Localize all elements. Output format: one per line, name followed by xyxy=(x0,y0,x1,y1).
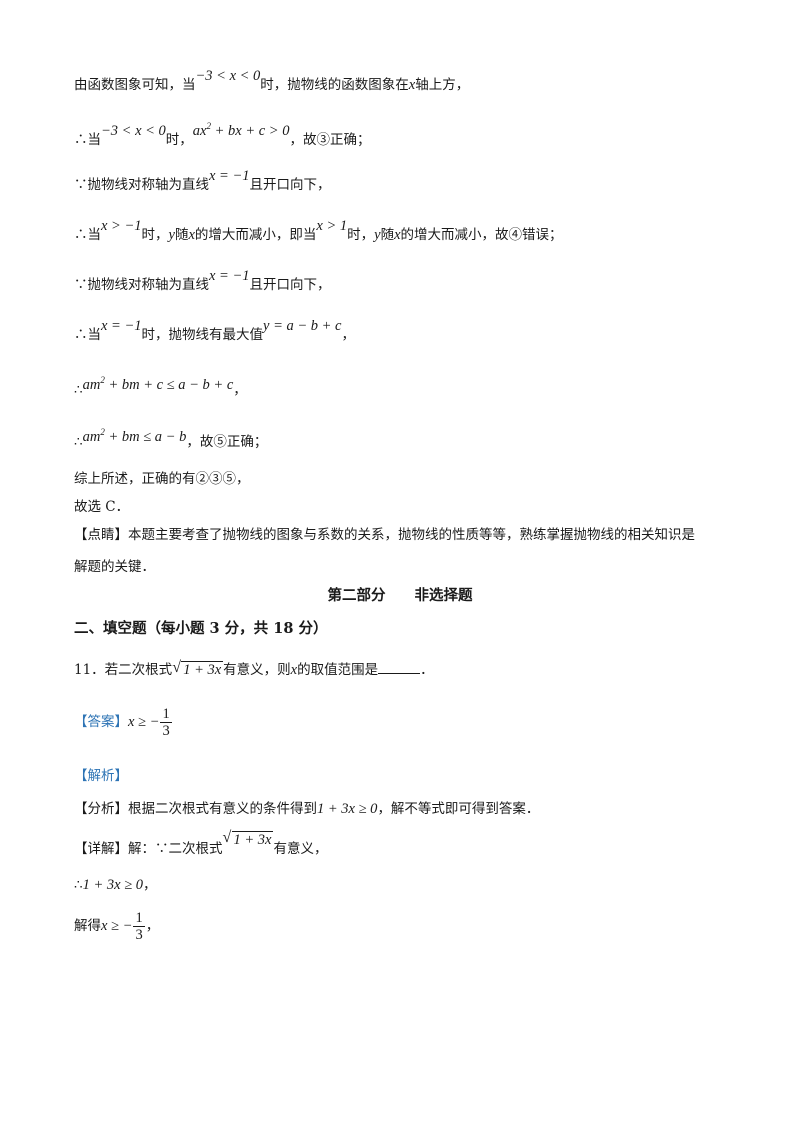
variable: x xyxy=(394,227,401,243)
text: 【详解】解：∵二次根式 xyxy=(74,841,223,857)
answer-blank xyxy=(378,661,421,674)
text: 的增大而减小，故④错误； xyxy=(400,227,563,243)
text: ，解不等式即可得到答案． xyxy=(377,801,540,817)
text: ∵抛物线对称轴为直线 xyxy=(74,177,209,193)
denominator: 3 xyxy=(135,927,143,943)
text: 有意义， xyxy=(273,841,328,857)
math-expression: −3 < x < 0 xyxy=(101,122,166,139)
radicand: 1 + 3x xyxy=(181,661,224,678)
math-expression: 1 + 3x ≥ 0 xyxy=(82,877,144,893)
text: ∴ xyxy=(74,433,83,450)
text: 解得 xyxy=(74,918,101,934)
text: 且开口向下， xyxy=(249,177,331,193)
text-line: ∴当−3 < x < 0时，ax2 + bx + c > 0，故③正确； xyxy=(74,121,371,149)
math-expression: + bx + c > 0 xyxy=(210,122,290,139)
variable: x xyxy=(188,227,195,243)
text-line: 由函数图象可知，当−3 < x < 0时，抛物线的函数图象在x轴上方， xyxy=(74,68,470,94)
math-expression: ax xyxy=(192,122,207,139)
math-expression: + bm + c ≤ a − b + c xyxy=(104,376,234,393)
answer-label: 【答案】 xyxy=(74,714,128,730)
section-title: 第二部分 非选择题 xyxy=(327,587,473,604)
text: ， xyxy=(143,877,157,893)
variable: x xyxy=(290,662,298,678)
text: 随 xyxy=(380,227,395,243)
math-expression: x > −1 xyxy=(101,218,142,234)
exponent: 2 xyxy=(100,427,105,437)
math-expression: x = −1 xyxy=(209,168,250,184)
math-expression: x > 1 xyxy=(316,218,348,234)
text: ∴当 xyxy=(74,327,101,343)
radicand: 1 + 3x xyxy=(231,831,274,848)
text-line: ∵抛物线对称轴为直线x = −1且开口向下， xyxy=(74,168,331,194)
math-expression: x = −1 xyxy=(209,268,250,284)
text-line: 综上所述，正确的有②③⑤， xyxy=(74,471,250,487)
text: 的增大而减小，即当 xyxy=(194,227,317,243)
text-line: 解题的关键． xyxy=(74,559,155,575)
text: 11．若二次根式 xyxy=(74,662,173,678)
text: ， xyxy=(233,381,247,398)
variable: y xyxy=(168,227,175,243)
text-line: 【点睛】本题主要考查了抛物线的图象与系数的关系，抛物线的性质等等，熟练掌握抛物线… xyxy=(74,527,695,543)
math-expression: y = a − b + c xyxy=(263,318,342,334)
part-title: 二、填空题（每小题 3 分，共 18 分） xyxy=(74,620,328,637)
math-expression: x ≥ − xyxy=(101,918,133,934)
text: ， xyxy=(341,327,356,343)
exponent: 2 xyxy=(206,121,211,131)
numerator: 1 xyxy=(133,910,145,927)
text-line: ∴当x > −1时，y随x的增大而减小，即当x > 1时，y随x的增大而减小，故… xyxy=(74,218,563,244)
text: 随 xyxy=(174,227,189,243)
text: ∴ xyxy=(74,381,83,398)
text: 由函数图象可知，当 xyxy=(74,77,196,93)
exponent: 2 xyxy=(100,375,105,385)
analysis-line: 【分析】根据二次根式有意义的条件得到1 + 3x ≥ 0，解不等式即可得到答案． xyxy=(74,800,539,818)
radical: √1 + 3x xyxy=(172,659,224,678)
denominator: 3 xyxy=(162,723,170,739)
text: ∴当 xyxy=(74,131,101,148)
text: 时，抛物线有最大值 xyxy=(141,327,264,343)
variable: x xyxy=(408,77,416,93)
text: 的取值范围是 xyxy=(297,662,379,678)
math-expression: 1 + 3x ≥ 0 xyxy=(317,801,378,817)
text: 时， xyxy=(347,227,375,243)
math-expression: am xyxy=(82,376,101,393)
math-expression: x ≥ − xyxy=(128,714,160,730)
numerator: 1 xyxy=(160,706,172,723)
variable: y xyxy=(374,227,381,243)
text: ，故③正确； xyxy=(289,131,371,148)
text: ． xyxy=(420,662,434,678)
text-line: ∴am2 + bm + c ≤ a − b + c， xyxy=(74,375,247,399)
math-expression: am xyxy=(82,428,101,445)
text: 有意义，则 xyxy=(223,662,291,678)
text: ，故⑤正确； xyxy=(186,433,268,450)
text: ∴当 xyxy=(74,227,101,243)
text-line: ∵抛物线对称轴为直线x = −1且开口向下， xyxy=(74,268,331,294)
text-line: ∴am2 + bm ≤ a − b，故⑤正确； xyxy=(74,427,268,451)
text: ∵抛物线对称轴为直线 xyxy=(74,277,209,293)
text: 时， xyxy=(141,227,169,243)
math-expression: + bm ≤ a − b xyxy=(104,428,187,445)
text: 且开口向下， xyxy=(249,277,331,293)
math-expression: x = −1 xyxy=(101,318,142,334)
text-line: 故选 C． xyxy=(74,499,130,515)
text: 时，抛物线的函数图象在 xyxy=(260,77,409,93)
detail-line: 【详解】解：∵二次根式√1 + 3x有意义， xyxy=(74,829,328,858)
text: ， xyxy=(145,918,160,934)
text: 时， xyxy=(165,131,193,148)
analysis-label: 【解析】 xyxy=(74,768,128,784)
math-expression: −3 < x < 0 xyxy=(195,68,261,84)
radical: √1 + 3x xyxy=(222,829,274,848)
text-line: ∴当x = −1时，抛物线有最大值y = a − b + c， xyxy=(74,318,356,344)
text: 轴上方， xyxy=(415,77,470,93)
step-line: ∴1 + 3x ≥ 0， xyxy=(74,876,157,894)
text: 【分析】根据二次根式有意义的条件得到 xyxy=(74,801,317,817)
text: ∴ xyxy=(74,877,83,893)
